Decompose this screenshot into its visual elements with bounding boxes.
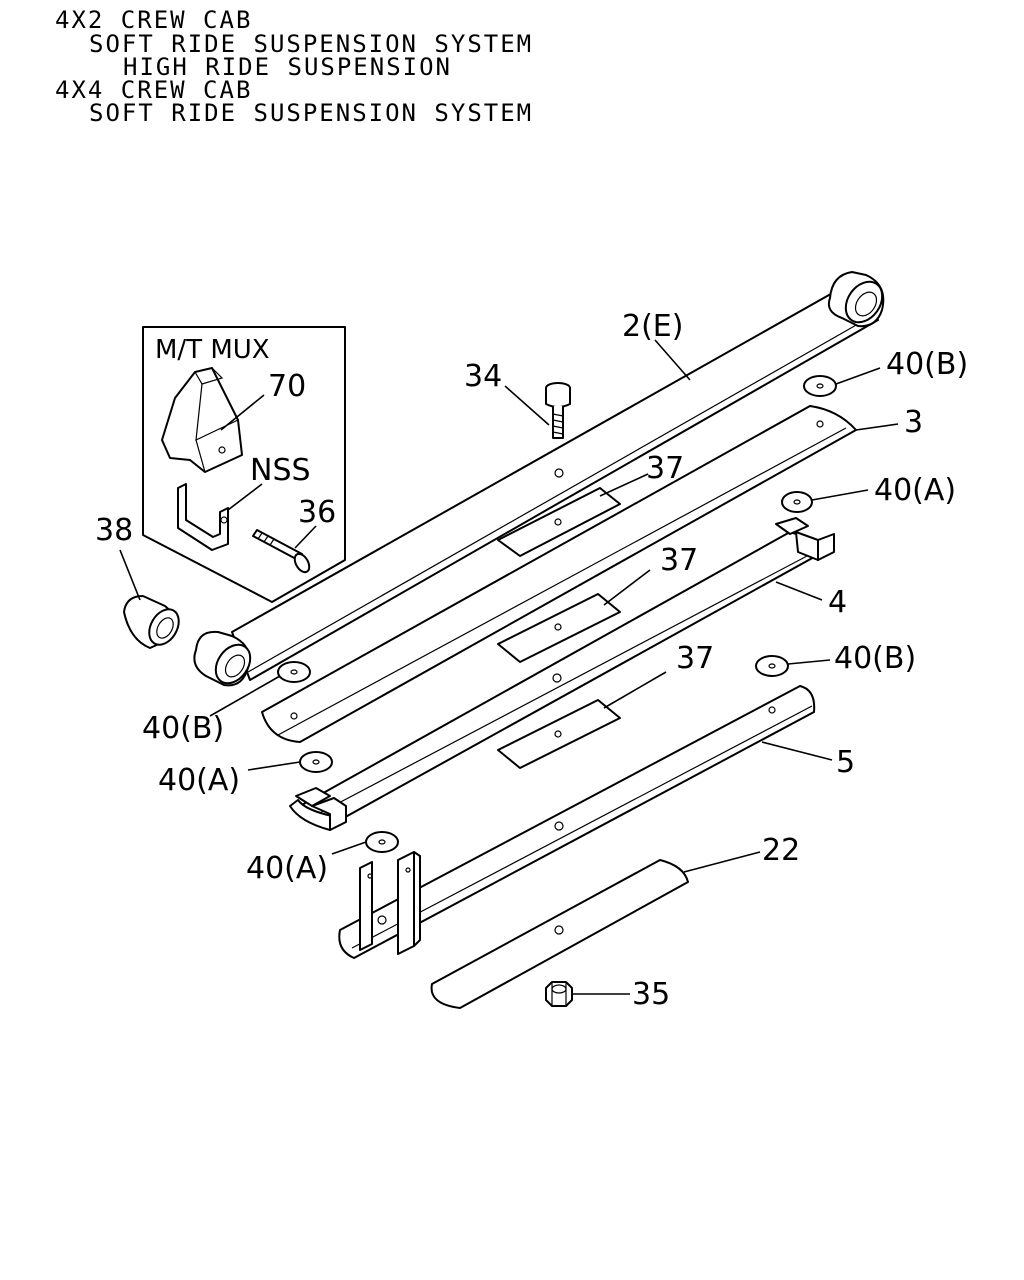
label-40b-left: 40(B) [142,711,224,746]
diagram-header: 4X2 CREW CAB SOFT RIDE SUSPENSION SYSTEM… [0,0,1024,140]
center-bolt-34 [545,382,571,439]
label-37-b: 37 [660,543,698,578]
leader-37-c [603,671,667,709]
header-line-2: SOFT RIDE SUSPENSION SYSTEM [89,30,534,58]
label-nss: NSS [250,453,311,488]
leader-40b-left [209,675,281,717]
label-40a-mid: 40(A) [158,763,240,798]
main-leaf-2 [193,271,885,687]
leader-37-b [603,569,651,606]
leader-3 [855,423,899,431]
inset-mt-mux: M/T MUX 70 NSS [142,326,346,603]
label-37-c: 37 [676,641,714,676]
liner-37-c [497,699,621,769]
leader-38 [119,549,141,601]
liner-37-a [497,487,621,557]
label-4: 4 [828,585,847,620]
leaf-4 [289,517,835,831]
label-38: 38 [95,513,133,548]
label-5: 5 [836,745,855,780]
label-3: 3 [904,405,923,440]
header-line-1: 4X2 CREW CAB [55,6,253,34]
inset-frame [142,326,346,603]
label-36: 36 [298,495,336,530]
label-2e: 2(E) [622,309,683,344]
header-line-3: HIGH RIDE SUSPENSION [123,53,452,81]
label-37-a: 37 [646,451,684,486]
bolt-36 [252,529,311,574]
label-22: 22 [762,833,800,868]
nut-35 [545,981,573,1007]
label-40a-low: 40(A) [246,851,328,886]
leader-70 [220,394,265,431]
bushing-38 [123,595,180,649]
leader-36 [294,525,317,549]
pad-22 [430,859,689,1009]
label-34: 34 [464,359,502,394]
inset-title: M/T MUX [155,335,270,365]
pad-40b-left [277,661,311,683]
bracket-nss [177,483,229,551]
leader-34 [504,385,550,426]
label-35: 35 [632,977,670,1012]
pad-40a-top [781,491,813,513]
liner-37-b [497,593,621,663]
pad-40a-mid [299,751,333,773]
label-40b-right: 40(B) [834,641,916,676]
leader-40b-right [787,659,831,665]
label-40b-top: 40(B) [886,347,968,382]
pad-40b-right [755,655,789,677]
leaf-5 [338,685,816,959]
leader-5 [761,741,833,761]
leader-37-a [599,473,649,497]
header-line-5: SOFT RIDE SUSPENSION SYSTEM [89,99,534,127]
label-70: 70 [268,369,306,404]
header-line-4: 4X4 CREW CAB [55,76,253,104]
leader-40a-mid [247,761,301,771]
label-40a-top: 40(A) [874,473,956,508]
leader-4 [775,581,823,601]
leader-nss [227,483,263,511]
pad-40a-low [365,831,399,853]
leader-2e [654,339,691,381]
leader-40a-low [331,841,367,855]
leader-40b-top [835,367,881,385]
leader-40a-top [811,489,869,501]
leader-22 [683,851,761,873]
pad-40b-top [803,375,837,397]
